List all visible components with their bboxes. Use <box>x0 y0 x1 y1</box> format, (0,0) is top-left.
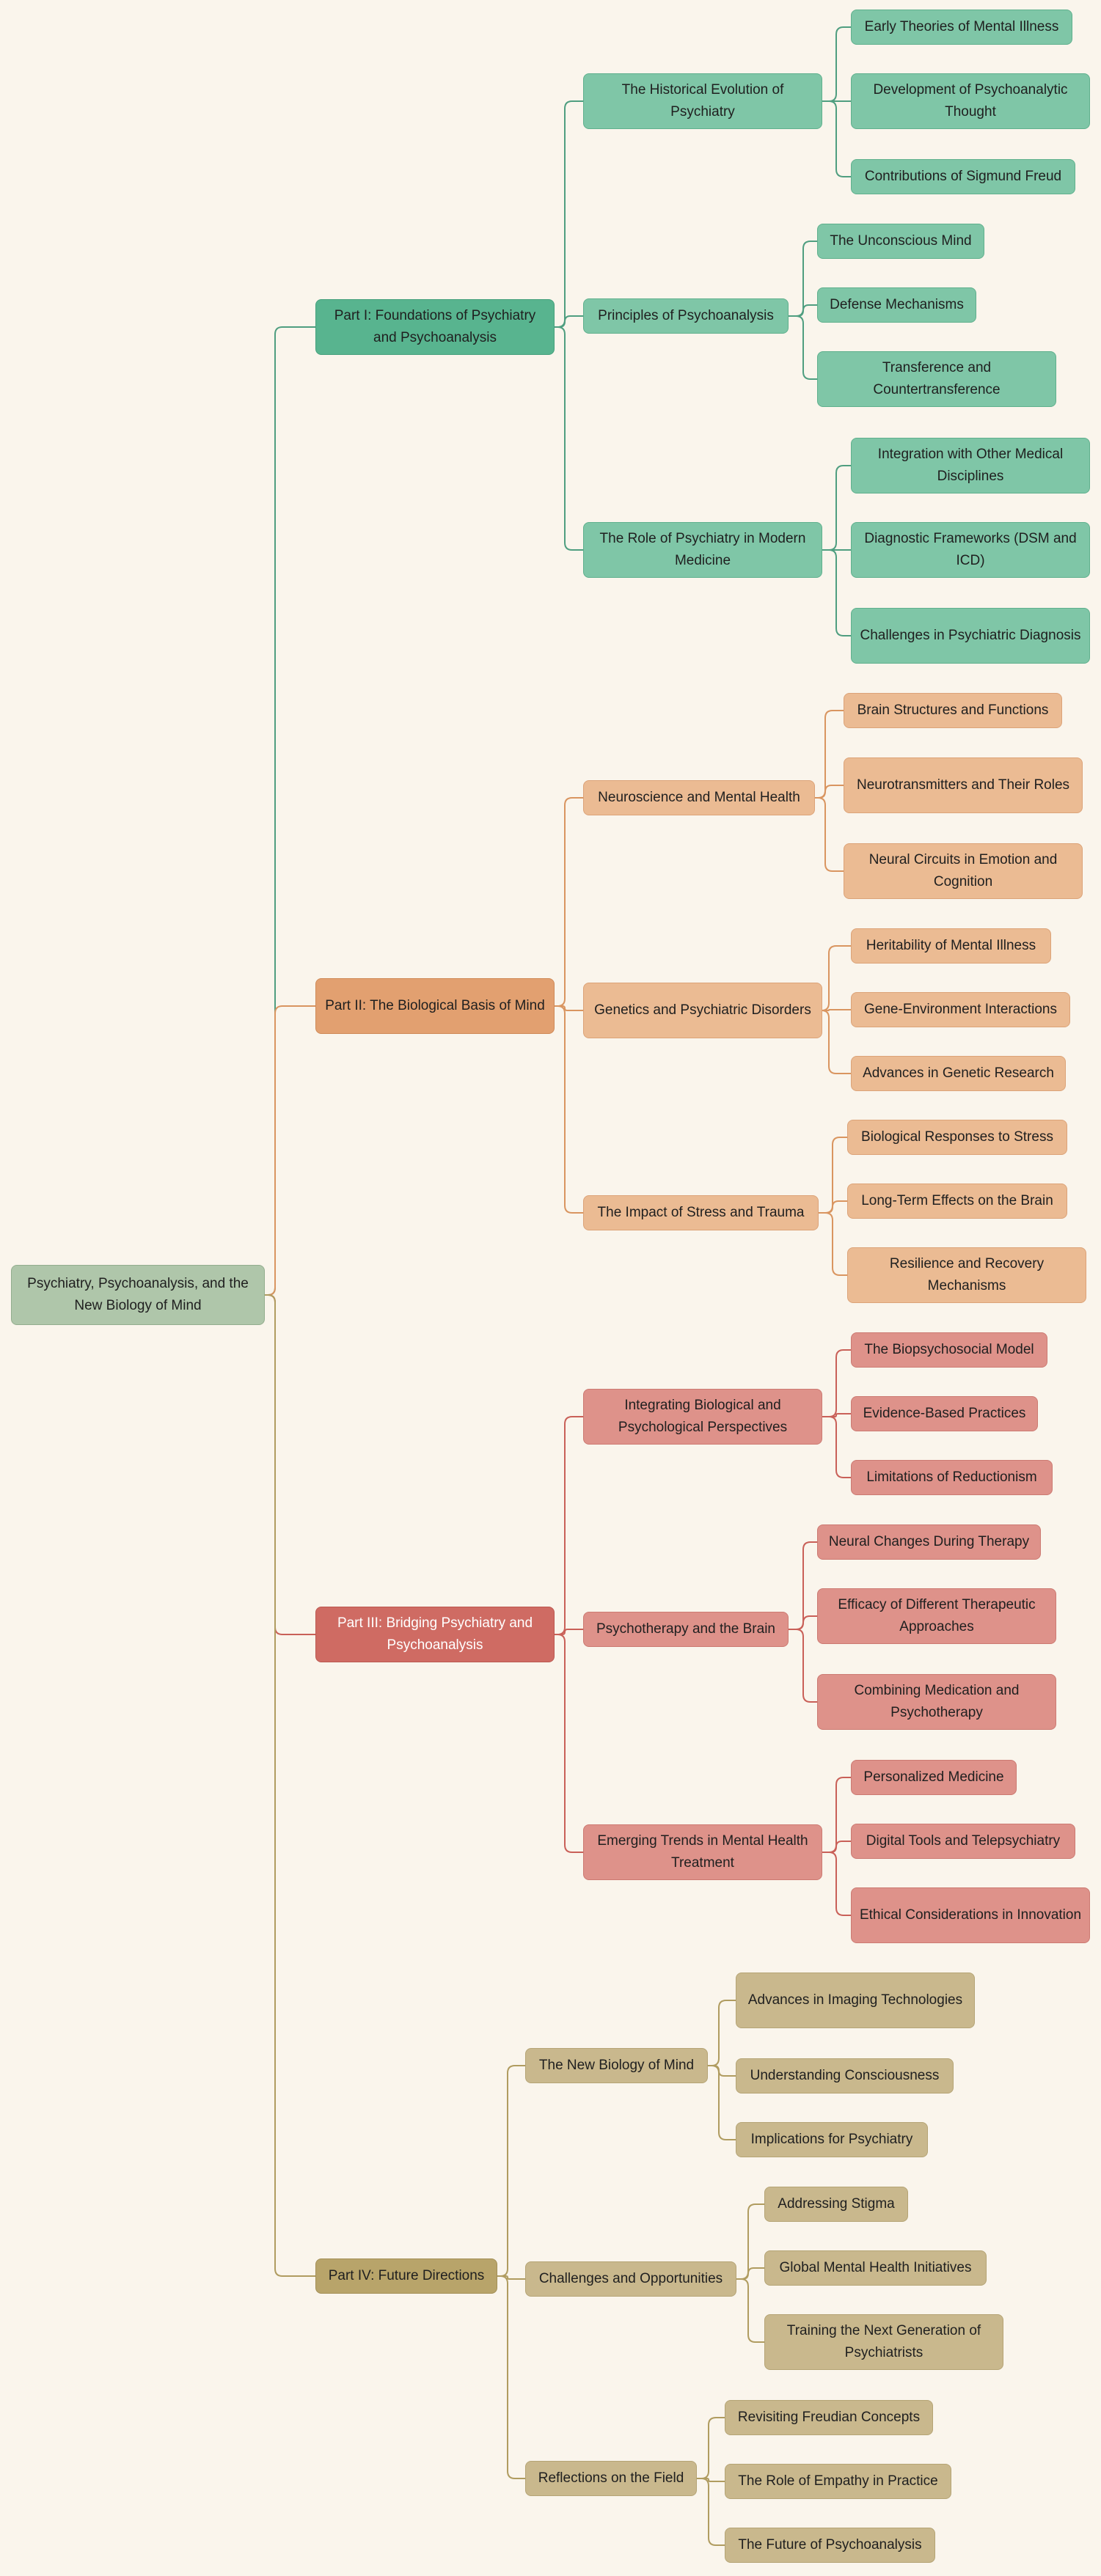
topic-node-understanding-consciousness: Understanding Consciousness <box>736 2058 954 2094</box>
link-chapter-principles-of-psychoanalysis-to-topic-2 <box>789 304 817 317</box>
topic-node-global-mental-health-initiatives: Global Mental Health Initiatives <box>764 2250 987 2286</box>
chapter-node-reflections-on-the-field: Reflections on the Field <box>525 2461 697 2496</box>
topic-node-addressing-stigma: Addressing Stigma <box>764 2187 908 2222</box>
topic-node-advances-in-imaging-technologies: Advances in Imaging Technologies <box>736 1973 975 2028</box>
chapter-node-the-role-of-psychiatry-in-modern-medicine: The Role of Psychiatry in Modern Medicin… <box>583 522 822 578</box>
link-chapter-reflections-on-the-field-to-topic-2 <box>697 2478 725 2482</box>
topic-node-biological-responses-to-stress: Biological Responses to Stress <box>847 1120 1067 1155</box>
topic-node-limitations-of-reductionism: Limitations of Reductionism <box>851 1460 1053 1495</box>
part-node-2: Part II: The Biological Basis of Mind <box>315 978 555 1034</box>
topic-node-the-role-of-empathy-in-practice: The Role of Empathy in Practice <box>725 2464 951 2499</box>
chapter-node-psychotherapy-and-the-brain: Psychotherapy and the Brain <box>583 1612 789 1647</box>
topic-node-integration-with-other-medical-disciplines: Integration with Other Medical Disciplin… <box>851 438 1090 493</box>
chapter-node-the-historical-evolution-of-psychiatry: The Historical Evolution of Psychiatry <box>583 73 822 129</box>
topic-node-contributions-of-sigmund-freud: Contributions of Sigmund Freud <box>851 159 1075 194</box>
link-part-2-to-chapter-1 <box>555 797 583 1007</box>
topic-node-heritability-of-mental-illness: Heritability of Mental Illness <box>851 928 1051 964</box>
link-chapter-genetics-and-psychiatric-disorders-to-topic-3 <box>821 1010 851 1074</box>
topic-node-resilience-and-recovery-mechanisms: Resilience and Recovery Mechanisms <box>847 1247 1086 1303</box>
part-node-4: Part IV: Future Directions <box>315 2258 497 2294</box>
topic-node-neural-circuits-in-emotion-and-cognition: Neural Circuits in Emotion and Cognition <box>844 843 1083 899</box>
link-chapter-challenges-and-opportunities-to-topic-3 <box>736 2278 764 2343</box>
topic-node-the-unconscious-mind: The Unconscious Mind <box>817 224 984 259</box>
link-part-2-to-chapter-2 <box>555 1005 583 1011</box>
link-root-to-part-4 <box>265 1294 315 2277</box>
chapter-node-principles-of-psychoanalysis: Principles of Psychoanalysis <box>583 298 789 334</box>
link-chapter-challenges-and-opportunities-to-topic-2 <box>736 2267 764 2280</box>
link-part-4-to-chapter-2 <box>497 2275 525 2280</box>
chapter-node-integrating-biological-and-psychological-perspectives: Integrating Biological and Psychological… <box>583 1389 822 1445</box>
topic-node-transference-and-countertransference: Transference and Countertransference <box>817 351 1056 407</box>
link-part-1-to-chapter-2 <box>555 315 583 328</box>
link-chapter-principles-of-psychoanalysis-to-topic-3 <box>789 315 817 380</box>
link-part-1-to-chapter-3 <box>555 326 583 551</box>
chapter-node-challenges-and-opportunities: Challenges and Opportunities <box>525 2261 736 2297</box>
topic-node-challenges-in-psychiatric-diagnosis: Challenges in Psychiatric Diagnosis <box>851 608 1090 664</box>
link-chapter-integrating-biological-and-psychological-perspectives-to-topic-2 <box>822 1413 851 1417</box>
topic-node-combining-medication-and-psychotherapy: Combining Medication and Psychotherapy <box>817 1674 1056 1730</box>
chapter-node-the-new-biology-of-mind: The New Biology of Mind <box>525 2048 708 2083</box>
topic-node-the-biopsychosocial-model: The Biopsychosocial Model <box>851 1332 1047 1368</box>
topic-node-long-term-effects-on-the-brain: Long-Term Effects on the Brain <box>847 1184 1067 1219</box>
link-chapter-the-role-of-psychiatry-in-modern-medicine-to-topic-1 <box>822 465 851 551</box>
topic-node-brain-structures-and-functions: Brain Structures and Functions <box>844 693 1062 728</box>
link-chapter-the-impact-of-stress-and-trauma-to-topic-2 <box>819 1200 847 1214</box>
link-root-to-part-3 <box>265 1294 315 1635</box>
link-part-3-to-chapter-3 <box>555 1634 583 1853</box>
part-node-1: Part I: Foundations of Psychiatry and Ps… <box>315 299 555 355</box>
topic-node-neurotransmitters-and-their-roles: Neurotransmitters and Their Roles <box>844 757 1083 813</box>
topic-node-advances-in-genetic-research: Advances in Genetic Research <box>851 1056 1066 1091</box>
link-part-4-to-chapter-1 <box>497 2065 525 2277</box>
chapter-node-neuroscience-and-mental-health: Neuroscience and Mental Health <box>583 780 815 815</box>
topic-node-diagnostic-frameworks-dsm-and-icd: Diagnostic Frameworks (DSM and ICD) <box>851 522 1090 578</box>
link-chapter-reflections-on-the-field-to-topic-3 <box>697 2478 725 2546</box>
topic-node-training-the-next-generation-of-psychiatrists: Training the Next Generation of Psychiat… <box>764 2314 1003 2370</box>
link-part-3-to-chapter-2 <box>555 1629 583 1635</box>
link-part-1-to-chapter-1 <box>555 100 583 328</box>
link-root-to-part-1 <box>265 326 315 1296</box>
link-chapter-neuroscience-and-mental-health-to-topic-3 <box>815 797 844 872</box>
part-node-3: Part III: Bridging Psychiatry and Psycho… <box>315 1607 555 1662</box>
topic-node-gene-environment-interactions: Gene-Environment Interactions <box>851 992 1070 1027</box>
link-part-3-to-chapter-1 <box>555 1416 583 1635</box>
link-chapter-the-impact-of-stress-and-trauma-to-topic-3 <box>819 1212 847 1276</box>
link-chapter-the-new-biology-of-mind-to-topic-3 <box>708 2065 736 2140</box>
chapter-node-emerging-trends-in-mental-health-treatment: Emerging Trends in Mental Health Treatme… <box>583 1824 822 1880</box>
link-part-2-to-chapter-3 <box>555 1005 583 1214</box>
link-chapter-psychotherapy-and-the-brain-to-topic-3 <box>789 1629 817 1703</box>
link-chapter-the-new-biology-of-mind-to-topic-2 <box>708 2065 736 2077</box>
topic-node-the-future-of-psychoanalysis: The Future of Psychoanalysis <box>725 2528 935 2563</box>
link-chapter-the-role-of-psychiatry-in-modern-medicine-to-topic-3 <box>822 549 851 636</box>
topic-node-efficacy-of-different-therapeutic-approaches: Efficacy of Different Therapeutic Approa… <box>817 1588 1056 1644</box>
topic-node-digital-tools-and-telepsychiatry: Digital Tools and Telepsychiatry <box>851 1824 1075 1859</box>
topic-node-development-of-psychoanalytic-thought: Development of Psychoanalytic Thought <box>851 73 1090 129</box>
chapter-node-genetics-and-psychiatric-disorders: Genetics and Psychiatric Disorders <box>583 983 822 1038</box>
link-chapter-the-historical-evolution-of-psychiatry-to-topic-3 <box>822 100 851 177</box>
topic-node-neural-changes-during-therapy: Neural Changes During Therapy <box>817 1524 1041 1560</box>
topic-node-early-theories-of-mental-illness: Early Theories of Mental Illness <box>851 10 1072 45</box>
link-chapter-the-historical-evolution-of-psychiatry-to-topic-1 <box>822 26 851 102</box>
link-chapter-genetics-and-psychiatric-disorders-to-topic-1 <box>821 945 851 1011</box>
topic-node-ethical-considerations-in-innovation: Ethical Considerations in Innovation <box>851 1887 1090 1943</box>
topic-node-implications-for-psychiatry: Implications for Psychiatry <box>736 2122 928 2157</box>
topic-node-personalized-medicine: Personalized Medicine <box>851 1760 1017 1795</box>
link-part-4-to-chapter-3 <box>497 2275 525 2479</box>
link-chapter-emerging-trends-in-mental-health-treatment-to-topic-2 <box>822 1841 851 1853</box>
root-node: Psychiatry, Psychoanalysis, and the New … <box>11 1265 265 1325</box>
link-root-to-part-2 <box>265 1005 315 1296</box>
link-chapter-integrating-biological-and-psychological-perspectives-to-topic-1 <box>822 1349 851 1417</box>
link-chapter-integrating-biological-and-psychological-perspectives-to-topic-3 <box>822 1416 851 1478</box>
link-chapter-reflections-on-the-field-to-topic-1 <box>697 2417 725 2479</box>
link-chapter-the-new-biology-of-mind-to-topic-1 <box>708 2000 736 2066</box>
chapter-node-the-impact-of-stress-and-trauma: The Impact of Stress and Trauma <box>583 1195 819 1230</box>
link-chapter-neuroscience-and-mental-health-to-topic-2 <box>815 785 844 799</box>
topic-node-defense-mechanisms: Defense Mechanisms <box>817 287 976 323</box>
topic-node-revisiting-freudian-concepts: Revisiting Freudian Concepts <box>725 2400 933 2435</box>
topic-node-evidence-based-practices: Evidence-Based Practices <box>851 1396 1038 1431</box>
link-chapter-emerging-trends-in-mental-health-treatment-to-topic-3 <box>822 1852 851 1916</box>
